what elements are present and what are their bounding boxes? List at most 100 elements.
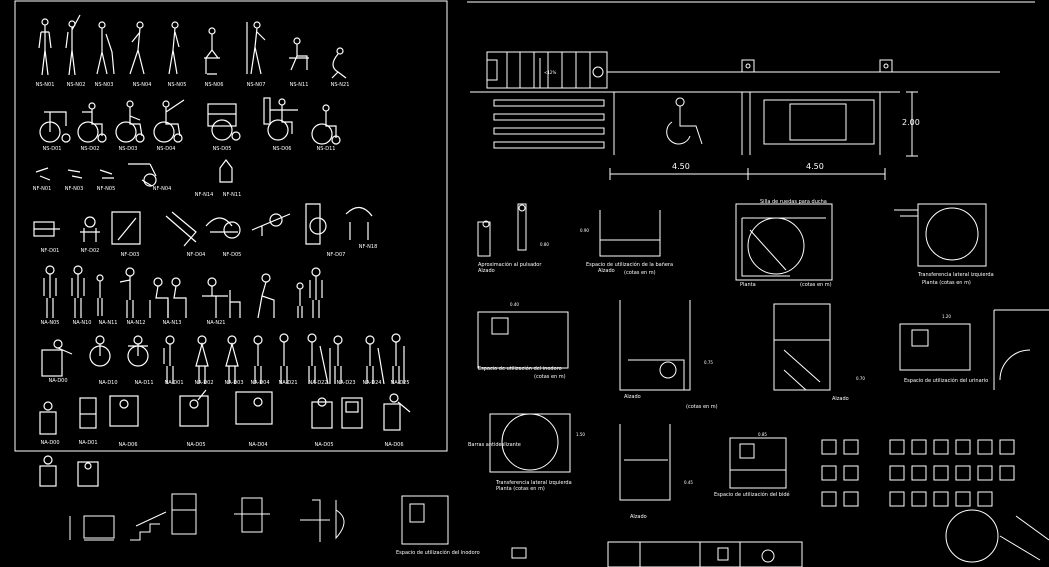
people-row6: [41, 333, 405, 385]
caption: Alzado: [598, 268, 615, 274]
standing-figures: [38, 14, 347, 79]
caption: Barras antideslizante: [468, 442, 521, 448]
seating-grid: [821, 439, 1049, 563]
dim-number: 1.20: [942, 314, 951, 319]
symbol-label: NA-D06: [118, 442, 138, 448]
symbol-label: NA-D01: [78, 440, 98, 446]
symbol-label: NA-D10: [98, 380, 118, 386]
symbol-label: NF-N14: [194, 192, 214, 198]
symbol-label: NF-N11: [222, 192, 242, 198]
wheelchair-figures: [39, 97, 341, 145]
symbol-label: NS-D02: [80, 146, 100, 152]
dim-number: 0.40: [510, 302, 519, 307]
symbol-label: NS-N11: [289, 82, 309, 88]
caption: Planta (cotas en m): [496, 486, 545, 492]
caption: Espacio de utilización del inodoro: [396, 550, 480, 556]
symbol-label: NA-D02: [194, 380, 214, 386]
bathroom-details: [477, 203, 1049, 501]
dimension-left: 4.50: [672, 162, 690, 171]
parking-plan: [470, 51, 1000, 180]
people-row7: [39, 389, 411, 487]
symbol-label: NA-D25: [390, 380, 410, 386]
symbol-label: NF-D05: [222, 252, 242, 258]
symbol-label: NA-D00: [48, 378, 68, 384]
symbol-label: NS-D01: [42, 146, 62, 152]
caption: Aproximación al pulsador: [478, 262, 542, 268]
dim-number: 0.45: [684, 480, 693, 485]
symbol-label: NS-D04: [156, 146, 176, 152]
symbol-label: NA-D06: [384, 442, 404, 448]
symbol-label: NA-N13: [162, 320, 182, 326]
bottom-strip: [511, 541, 803, 567]
caption: Alzado: [478, 268, 495, 274]
symbol-label: NF-N01: [32, 186, 52, 192]
symbol-label: NA-D23: [336, 380, 356, 386]
symbol-label: NA-D00: [40, 440, 60, 446]
dim-number: 0.70: [856, 376, 865, 381]
symbol-label: NA-D05: [314, 442, 334, 448]
symbol-label: NS-N01: [35, 82, 55, 88]
slope-label: <12%: [544, 70, 557, 75]
symbol-label: NF-N03: [64, 186, 84, 192]
caption: Transferencia lateral izquierda: [496, 480, 572, 486]
symbol-label: NS-D06: [272, 146, 292, 152]
people-row5: [43, 265, 323, 319]
caption: Silla de ruedas para ducha: [760, 199, 827, 205]
symbol-label: NS-N02: [66, 82, 86, 88]
symbol-label: NS-D05: [212, 146, 232, 152]
symbol-label: NF-D01: [40, 248, 60, 254]
symbol-label: NS-N03: [94, 82, 114, 88]
symbol-label: NA-D04: [248, 442, 268, 448]
symbol-label: NS-N21: [330, 82, 350, 88]
symbol-label: NA-D05: [186, 442, 206, 448]
dim-number: 0.80: [540, 242, 549, 247]
caption: (cotas en m): [534, 374, 566, 380]
symbol-label: NA-D22: [308, 380, 328, 386]
symbol-label: NA-D01: [164, 380, 184, 386]
symbol-label: NA-D21: [278, 380, 298, 386]
caption: Planta (cotas en m): [922, 280, 971, 286]
caption: Planta: [740, 282, 756, 288]
symbol-label: NA-N12: [126, 320, 146, 326]
left-frame: [14, 0, 448, 452]
symbol-label: NA-N10: [72, 320, 92, 326]
symbol-label: NS-D03: [118, 146, 138, 152]
dim-number: 0.90: [580, 228, 589, 233]
caption: Alzado: [832, 396, 849, 402]
symbol-label: NA-N05: [40, 320, 60, 326]
symbol-label: NS-N07: [246, 82, 266, 88]
caption: Espacio de utilización de la bañera: [586, 262, 674, 268]
symbol-label: NS-N04: [132, 82, 152, 88]
symbol-label: NF-N05: [96, 186, 116, 192]
dim-number: 1.50: [576, 432, 585, 437]
symbol-label: NF-D04: [186, 252, 206, 258]
caption: Espacio de utilización del bidé: [714, 492, 790, 498]
symbol-label: NF-D03: [120, 252, 140, 258]
caption: Espacio de utilización del urinario: [904, 378, 989, 384]
symbol-label: NS-N05: [167, 82, 187, 88]
caption: (cotas en m): [624, 270, 656, 276]
dim-number: 0.85: [758, 432, 767, 437]
symbol-label: NA-D24: [362, 380, 382, 386]
dimension-right: 4.50: [806, 162, 824, 171]
dimension-height: 2.00: [902, 118, 920, 127]
symbol-label: NA-N11: [98, 320, 118, 326]
caption: Alzado: [624, 394, 641, 400]
small-symbols: [35, 159, 233, 187]
symbol-label: NA-N21: [206, 320, 226, 326]
symbol-label: NA-D11: [134, 380, 154, 386]
caption: Espacio de utilización del inodoro: [478, 366, 562, 372]
symbol-label: NF-N18: [358, 244, 378, 250]
bottom-details: [69, 493, 449, 545]
caption: (cotas en m): [686, 404, 718, 410]
symbol-label: NS-N06: [204, 82, 224, 88]
symbol-label: NA-D03: [224, 380, 244, 386]
caption: Alzado: [630, 514, 647, 520]
symbol-label: NF-N04: [152, 186, 172, 192]
dim-number: 0.75: [704, 360, 713, 365]
symbol-label: NS-D11: [316, 146, 336, 152]
symbol-label: NF-D02: [80, 248, 100, 254]
transfer-figures: [33, 203, 373, 247]
caption: (cotas en m): [800, 282, 832, 288]
